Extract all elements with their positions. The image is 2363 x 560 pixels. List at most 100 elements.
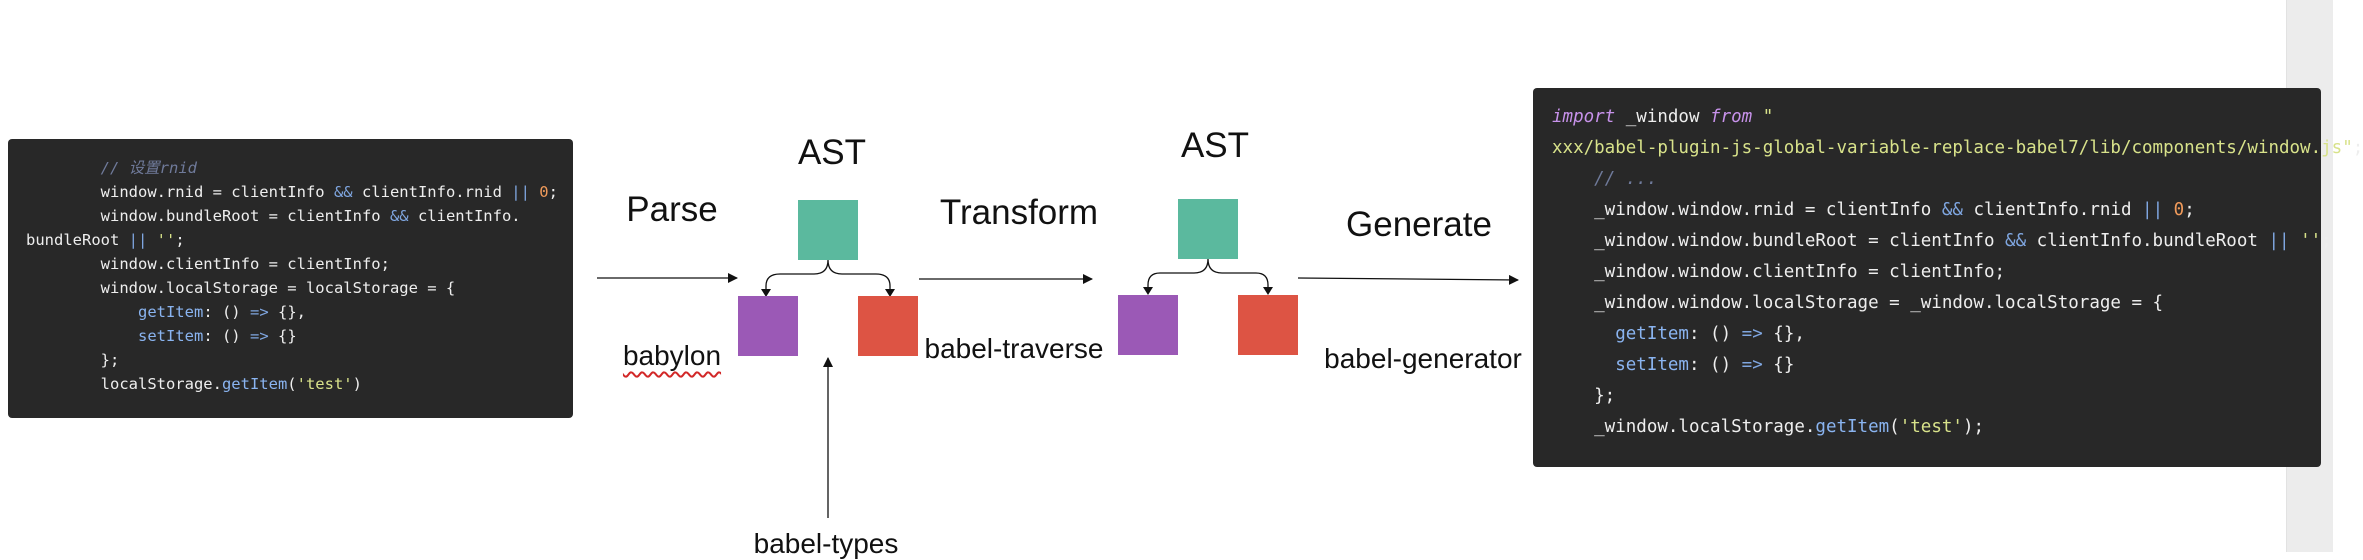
code-line: setItem: () => {}: [1552, 350, 2302, 381]
code-token: 0: [2173, 200, 2185, 220]
code-token: // ...: [1594, 169, 1658, 189]
ast-1-right-node: [858, 296, 918, 356]
code-line: xxx/babel-plugin-js-global-variable-repl…: [1552, 133, 2363, 164]
code-token: {}: [268, 327, 297, 345]
generate-arrow: [1297, 274, 1519, 285]
code-token: &&: [389, 207, 409, 225]
ast-1-left-node: [738, 296, 798, 356]
code-token: ": [1762, 107, 1774, 127]
code-token: ||: [2142, 200, 2164, 220]
code-token: _window.window.bundleRoot = clientInfo: [1552, 231, 2006, 251]
code-line: _window.window.localStorage = _window.lo…: [1552, 288, 2302, 319]
code-token: (: [287, 375, 297, 393]
code-line: window.localStorage = localStorage = {: [26, 276, 555, 300]
code-token: getItem: [221, 375, 288, 393]
code-line: window.clientInfo = clientInfo;: [26, 252, 555, 276]
ast-1-branches: [765, 259, 891, 294]
babel-types-label: babel-types: [753, 528, 899, 559]
code-line: setItem: () => {}: [26, 324, 555, 348]
generate-label: Generate: [1346, 205, 1492, 244]
code-token: &&: [1941, 200, 1963, 220]
code-token: import: [1552, 107, 1616, 127]
code-token: : (): [1688, 355, 1742, 375]
code-token: =>: [249, 327, 269, 345]
code-token: window.rnid = clientInfo: [26, 183, 334, 201]
code-token: window.bundleRoot = clientInfo: [26, 207, 390, 225]
code-token: : (): [1688, 324, 1742, 344]
code-token: clientInfo.: [408, 207, 521, 225]
code-token: ;: [175, 231, 185, 249]
code-line: window.rnid = clientInfo && clientInfo.r…: [26, 180, 558, 204]
ast-2-arrowheads: [1143, 287, 1273, 295]
code-token: setItem: [1615, 355, 1689, 375]
code-token: =>: [1741, 355, 1763, 375]
code-token: window.localStorage = localStorage = {: [26, 279, 456, 297]
babylon-label: babylon: [622, 340, 722, 371]
output-code-block: import _window from " xxx/babel-plugin-js…: [1533, 88, 2363, 467]
code-token: {}: [1762, 355, 1795, 375]
code-token: );: [1962, 417, 1985, 437]
ast-2-right-node: [1238, 295, 1298, 355]
code-line: };: [1552, 381, 2302, 412]
code-token: &&: [2005, 231, 2027, 251]
code-token: _window.window.rnid = clientInfo: [1552, 200, 1942, 220]
code-token: ): [352, 375, 362, 393]
code-token: from: [1710, 107, 1753, 127]
code-token: };: [26, 351, 120, 369]
code-line: // ...: [1552, 164, 2302, 195]
code-token: getItem: [1815, 417, 1890, 437]
code-token: &&: [333, 183, 353, 201]
code-token: getItem: [137, 303, 204, 321]
code-line: window.bundleRoot = clientInfo && client…: [26, 204, 555, 228]
ast-1-label: AST: [797, 133, 867, 172]
code-token: window.clientInfo = clientInfo;: [26, 255, 390, 273]
code-token: ;: [2352, 138, 2363, 158]
code-token: _window: [1615, 107, 1711, 127]
code-line: _window.window.bundleRoot = clientInfo &…: [1552, 226, 2332, 257]
code-token: ||: [511, 183, 530, 201]
code-token: };: [1552, 386, 1616, 406]
code-token: // 设置rnid: [100, 159, 197, 177]
ast-2-branches: [1147, 258, 1269, 292]
code-token: clientInfo.bundleRoot: [2026, 231, 2269, 251]
code-token: ;: [2321, 231, 2332, 251]
code-token: '': [2300, 231, 2322, 251]
babel-generator-label: babel-generator: [1324, 343, 1522, 374]
ast-1-root-node: [798, 200, 858, 260]
code-token: _window.localStorage.: [1552, 417, 1816, 437]
code-token: xxx/babel-plugin-js-global-variable-repl…: [1552, 138, 2353, 158]
code-token: localStorage.: [26, 375, 222, 393]
code-line: _window.localStorage.getItem('test');: [1552, 412, 2302, 443]
code-token: (: [1889, 417, 1900, 437]
code-token: 0: [539, 183, 549, 201]
code-token: : (): [203, 327, 250, 345]
code-token: '': [156, 231, 176, 249]
code-line: localStorage.getItem('test'): [26, 372, 555, 396]
code-line: _window.window.rnid = clientInfo && clie…: [1552, 195, 2302, 226]
ast-2-root-node: [1178, 199, 1238, 259]
ast-2-label: AST: [1180, 126, 1250, 165]
code-token: =>: [1741, 324, 1763, 344]
code-token: ||: [128, 231, 148, 249]
code-token: : (): [203, 303, 250, 321]
code-token: {},: [268, 303, 306, 321]
code-token: {},: [1762, 324, 1805, 344]
arrows-layer: [597, 258, 1519, 518]
code-token: _window.window.clientInfo = clientInfo;: [1552, 262, 2006, 282]
code-token: ;: [2184, 200, 2195, 220]
code-token: setItem: [137, 327, 204, 345]
transform-label: Transform: [939, 193, 1099, 232]
code-token: getItem: [1615, 324, 1689, 344]
babel-traverse-label: babel-traverse: [924, 333, 1104, 364]
code-token: bundleRoot: [26, 231, 129, 249]
code-line: // 设置rnid: [26, 156, 555, 180]
code-line: _window.window.clientInfo = clientInfo;: [1552, 257, 2302, 288]
code-token: ;: [548, 183, 558, 201]
code-line: getItem: () => {},: [26, 300, 555, 324]
code-token: clientInfo.rnid: [352, 183, 512, 201]
code-line: };: [26, 348, 555, 372]
code-line: import _window from ": [1552, 102, 2302, 133]
code-token: 'test': [1899, 417, 1963, 437]
code-token: _window.window.localStorage = _window.lo…: [1552, 293, 2164, 313]
code-line: bundleRoot || '';: [26, 228, 555, 252]
